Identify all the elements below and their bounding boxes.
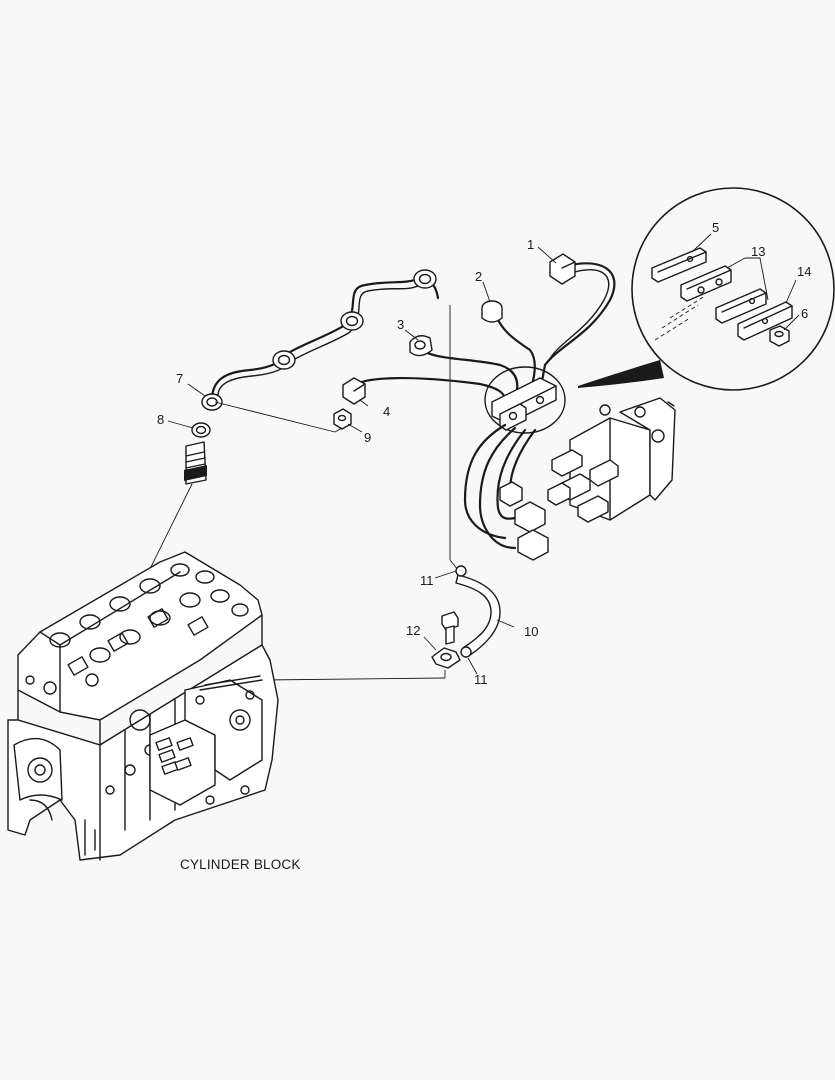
callout-11-lower: 11 bbox=[474, 672, 488, 687]
cylinder-block bbox=[7, 551, 279, 861]
callout-leaders bbox=[167, 233, 800, 675]
callout-11-upper: 11 bbox=[420, 573, 434, 588]
detail-magnifier bbox=[578, 187, 835, 391]
lock-nut-detail bbox=[769, 325, 790, 347]
callout-1: 1 bbox=[527, 237, 534, 252]
spacer-plate bbox=[680, 265, 767, 324]
injection-pipes bbox=[201, 253, 616, 561]
callout-2: 2 bbox=[475, 269, 482, 284]
callout-10: 10 bbox=[524, 624, 538, 639]
cylinder-block-caption: CYLINDER BLOCK bbox=[180, 857, 301, 872]
fuel-return-line bbox=[261, 305, 501, 681]
callout-13: 13 bbox=[751, 244, 765, 259]
callout-5: 5 bbox=[712, 220, 719, 235]
callout-labels: 1 2 3 4 5 6 7 8 9 10 11 11 12 13 14 bbox=[157, 220, 811, 687]
injection-pump bbox=[547, 397, 676, 523]
clamp-plate-upper bbox=[651, 247, 707, 283]
pipe-clamp-cluster bbox=[484, 366, 566, 434]
clamp-plate-lower bbox=[737, 301, 793, 341]
callout-14: 14 bbox=[797, 264, 811, 279]
callout-9: 9 bbox=[364, 430, 371, 445]
callout-6: 6 bbox=[801, 306, 808, 321]
callout-8: 8 bbox=[157, 412, 164, 427]
callout-4: 4 bbox=[383, 404, 390, 419]
callout-3: 3 bbox=[397, 317, 404, 332]
callout-12: 12 bbox=[406, 623, 420, 638]
callout-7: 7 bbox=[176, 371, 183, 386]
